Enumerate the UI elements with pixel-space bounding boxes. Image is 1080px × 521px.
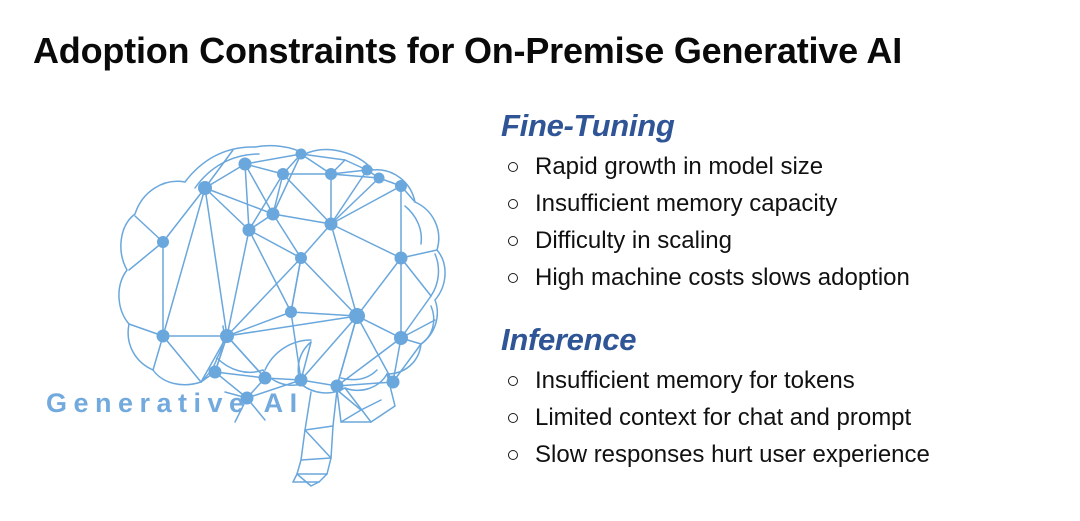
list-item: Difficulty in scaling [501,222,1061,259]
brain-network-illustration [105,130,465,505]
bullet-list-fine-tuning: Rapid growth in model size Insufficient … [501,148,1061,296]
hollow-circle-bullet-icon [508,375,518,386]
brain-network-icon [118,144,446,487]
section-heading-inference: Inference [501,322,637,357]
hollow-circle-bullet-icon [508,161,518,172]
hollow-circle-bullet-icon [508,412,518,423]
section-heading-fine-tuning: Fine-Tuning [501,108,675,143]
list-item-label: High machine costs slows adoption [535,264,910,291]
section-inference: Inference Insufficient memory for tokens… [501,320,1061,473]
list-item-label: Limited context for chat and prompt [535,404,912,431]
list-item: Insufficient memory for tokens [501,362,1061,399]
list-item-label: Insufficient memory capacity [535,190,838,217]
list-item: Rapid growth in model size [501,148,1061,185]
page-title: Adoption Constraints for On-Premise Gene… [33,30,903,72]
hollow-circle-bullet-icon [508,235,518,246]
list-item: Insufficient memory capacity [501,185,1061,222]
section-fine-tuning: Fine-Tuning Rapid growth in model size I… [501,106,1061,296]
list-item: High machine costs slows adoption [501,259,1061,296]
bullet-list-inference: Insufficient memory for tokens Limited c… [501,362,1061,473]
content-column: Fine-Tuning Rapid growth in model size I… [501,106,1061,473]
list-item-label: Rapid growth in model size [535,153,824,180]
list-item-label: Insufficient memory for tokens [535,367,855,394]
hollow-circle-bullet-icon [508,272,518,283]
list-item-label: Slow responses hurt user experience [535,441,930,468]
list-item: Limited context for chat and prompt [501,399,1061,436]
list-item: Slow responses hurt user experience [501,436,1061,473]
brain-node-group [156,148,408,405]
hollow-circle-bullet-icon [508,449,518,460]
list-item-label: Difficulty in scaling [535,227,732,254]
brain-caption-label: Generative AI [46,388,304,418]
hollow-circle-bullet-icon [508,198,518,209]
